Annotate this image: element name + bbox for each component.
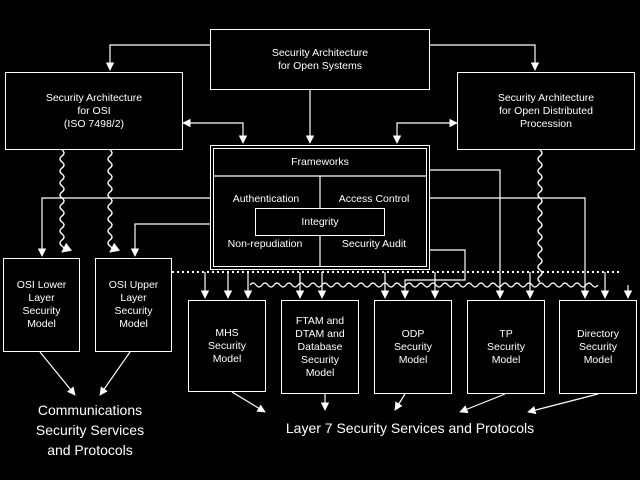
frameworks-title: Frameworks: [291, 156, 349, 168]
label-communications-services: Communications Security Services and Pro…: [35, 402, 145, 458]
arrow-mhs-to-l7: [231, 391, 266, 413]
frameworks-outer-frame: [210, 145, 430, 270]
arrow-lower-to-comm: [39, 351, 76, 396]
frameworks-inner-frame: [213, 148, 427, 267]
box-mhs-security-model: MHS Security Model: [188, 300, 266, 392]
box-directory-security-model: Directory Security Model: [559, 300, 637, 394]
box-security-architecture-open-systems: Security Architecture for Open Systems: [210, 29, 430, 90]
box-ftam-security-model: FTAM and DTAM and Database Security Mode…: [281, 300, 359, 394]
box-tp-security-model: TP Security Model: [467, 300, 545, 394]
arrow-osi-frameworks: [182, 118, 248, 144]
wavy-horizontal: [249, 282, 599, 288]
wavy-osi-lower: [59, 149, 72, 253]
framework-access-control: Access Control: [338, 193, 410, 205]
label-layer7-services: Layer 7 Security Services and Protocols: [285, 420, 535, 436]
arrow-tp-to-l7: [459, 393, 506, 414]
framework-integrity: Integrity: [255, 208, 385, 236]
arrow-odp-frameworks: [392, 118, 458, 144]
arrow-top-to-odp: [430, 44, 540, 71]
arrow-fw-to-osi-upper: [130, 223, 210, 257]
wavy-osi-upper: [107, 149, 120, 253]
box-security-architecture-odp: Security Architecture for Open Distribut…: [457, 72, 635, 150]
framework-non-repudiation: Non-repudiation: [227, 238, 303, 250]
connector-lines: [37, 44, 633, 415]
arrow-dir-to-l7: [527, 393, 599, 415]
framework-authentication: Authentication: [232, 193, 300, 205]
box-osi-upper-layer-model: OSI Upper Layer Security Model: [95, 258, 172, 352]
box-security-architecture-osi: Security Architecture for OSI (ISO 7498/…: [5, 72, 183, 150]
arrow-fw-to-osi-lower: [37, 197, 210, 257]
wavy-odp-down: [537, 149, 543, 283]
box-osi-lower-layer-model: OSI Lower Layer Security Model: [3, 258, 80, 352]
arrow-fw-to-directory: [430, 197, 590, 299]
arrow-odp-to-l7: [394, 393, 406, 411]
framework-security-audit: Security Audit: [341, 238, 407, 250]
box-odp-security-model: ODP Security Model: [374, 300, 452, 394]
arrow-top-to-osi: [105, 44, 210, 71]
arrow-fw-to-tp: [430, 169, 505, 299]
arrow-upper-to-comm: [99, 351, 131, 396]
